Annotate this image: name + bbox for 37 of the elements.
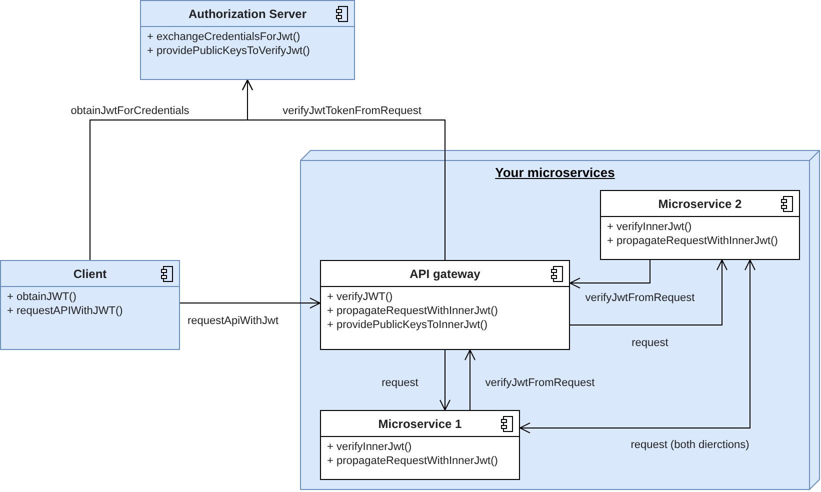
edge-label: verifyJwtTokenFromRequest bbox=[282, 105, 422, 117]
method-text: + obtainJWT() bbox=[7, 291, 78, 304]
edge-label: requestApiWithJwt bbox=[187, 315, 279, 327]
method-text: + propagateRequestWithInnerJwt() bbox=[327, 455, 499, 468]
edge-label: verifyJwtFromRequest bbox=[585, 292, 695, 304]
method-text: + verifyJWT() bbox=[327, 291, 394, 304]
edge-label: request bbox=[632, 337, 668, 349]
arrow bbox=[242, 80, 446, 260]
method-text: + requestAPIWithJWT() bbox=[7, 305, 124, 318]
component-box bbox=[0, 260, 180, 350]
component-box bbox=[600, 190, 800, 260]
component-name: Microservice 1 bbox=[378, 416, 462, 430]
component-name: Client bbox=[73, 266, 107, 280]
arrow bbox=[570, 260, 650, 289]
method-text: + exchangeCredentialsForJwt() bbox=[147, 31, 302, 44]
arrow bbox=[464, 350, 476, 410]
component-box bbox=[140, 0, 355, 80]
edge-label: verifyJwtFromRequest bbox=[485, 377, 595, 389]
method-text: + propagateRequestWithInnerJwt() bbox=[607, 235, 779, 248]
component-box bbox=[320, 410, 520, 480]
component-name: Microservice 2 bbox=[658, 196, 742, 210]
arrow bbox=[570, 260, 728, 326]
method-text: + providePublicKeysToVerifyJwt() bbox=[147, 45, 311, 58]
edge-label: request bbox=[382, 377, 418, 389]
component-name: Authorization Server bbox=[188, 6, 307, 20]
arrow bbox=[520, 260, 756, 434]
component-name: API gateway bbox=[410, 266, 480, 280]
package-title: Your microservices bbox=[495, 165, 615, 180]
method-text: + propagateRequestWithInnerJwt() bbox=[327, 305, 499, 318]
method-text: + providePublicKeysToInnerJwt() bbox=[327, 319, 488, 332]
arrow bbox=[180, 298, 320, 309]
component-box bbox=[320, 260, 570, 350]
edge-label: obtainJwtForCredentials bbox=[70, 105, 190, 117]
method-text: + verifyInnerJwt() bbox=[327, 441, 413, 454]
method-text: + verifyInnerJwt() bbox=[607, 221, 693, 234]
arrow bbox=[440, 350, 450, 410]
edge-label: request (both dierctions) bbox=[630, 439, 750, 451]
